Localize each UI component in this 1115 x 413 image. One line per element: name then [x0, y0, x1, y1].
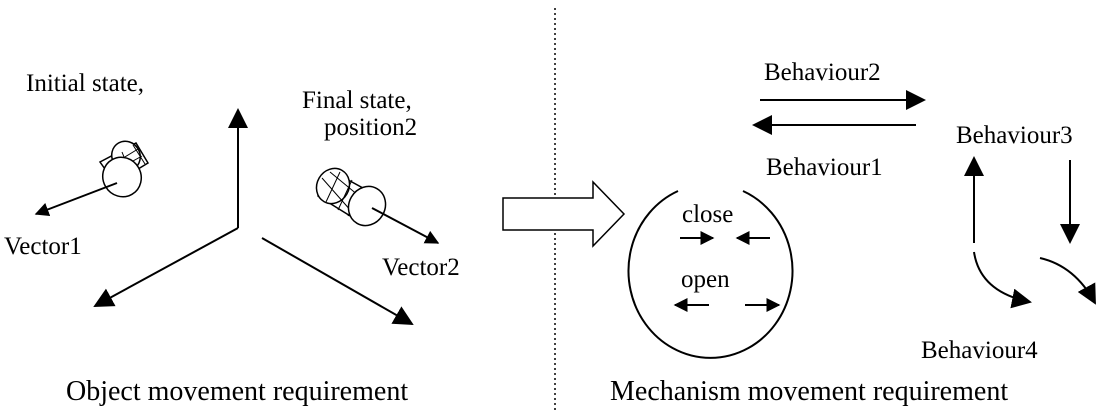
object-movement-panel: Initial state, Final state, position2 Ve… — [4, 70, 460, 407]
final-state-label: Final state, — [302, 87, 412, 114]
mechanism-circle — [627, 190, 794, 359]
behaviour4-label: Behaviour4 — [921, 337, 1038, 364]
mechanism-movement-panel: close open Behaviour2 Behaviour1 Behavio… — [610, 59, 1096, 407]
position-label: position2 — [324, 114, 417, 141]
vector1-arrow — [34, 182, 118, 217]
axis-x — [93, 227, 239, 307]
vector2-label: Vector2 — [382, 254, 460, 281]
transition-arrow — [502, 180, 626, 248]
initial-cylinder — [98, 140, 150, 198]
left-caption: Object movement requirement — [66, 376, 408, 407]
behaviour4-curve-left — [973, 251, 1032, 309]
close-label: close — [682, 201, 733, 228]
behaviour1-label: Behaviour1 — [766, 154, 883, 181]
vector1-label: Vector1 — [4, 233, 82, 260]
axis-y — [261, 237, 414, 325]
final-cylinder-face — [347, 185, 387, 227]
behaviour2-label: Behaviour2 — [764, 59, 881, 86]
coordinate-axes — [93, 108, 414, 325]
behaviour4-curve-right — [1039, 257, 1096, 305]
right-caption: Mechanism movement requirement — [610, 376, 1008, 407]
vector2-arrow — [371, 207, 440, 244]
final-cylinder — [315, 167, 387, 227]
initial-state-label: Initial state, — [26, 70, 144, 97]
open-label: open — [681, 266, 730, 293]
behaviour3-label: Behaviour3 — [956, 122, 1073, 149]
